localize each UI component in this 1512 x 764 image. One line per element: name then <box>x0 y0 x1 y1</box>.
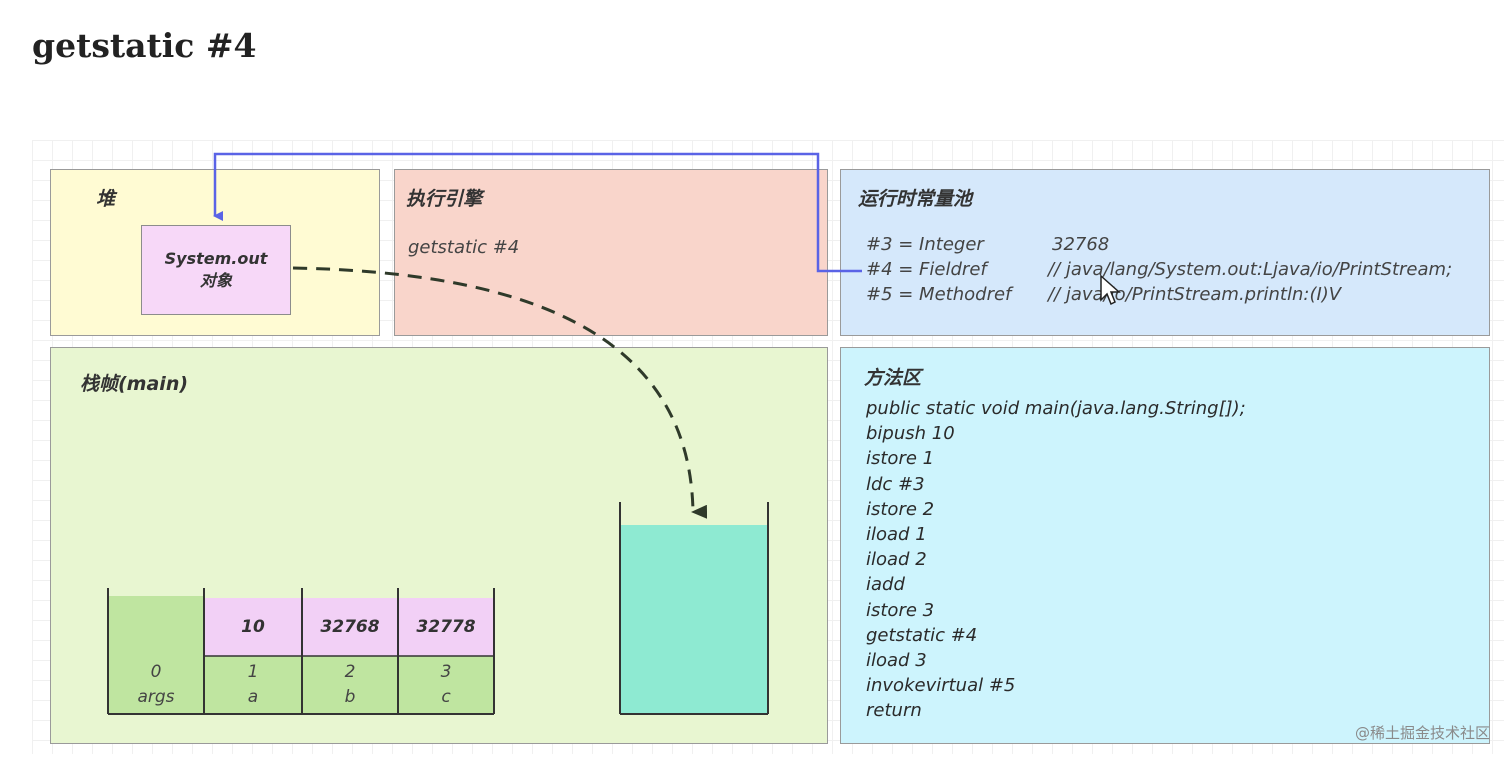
bytecode-line: getstatic #4 <box>866 624 978 646</box>
object-label: 对象 <box>199 271 232 290</box>
bytecode-line: istore 3 <box>866 599 935 621</box>
method-area-title: 方法区 <box>864 367 922 389</box>
pool-entry-value: // java/io/PrintStream.println:(I)V <box>1048 284 1342 305</box>
slot-index: 0 <box>150 662 162 682</box>
bytecode-line: bipush 10 <box>866 423 955 445</box>
slot-name: c <box>441 687 451 707</box>
current-instruction: getstatic #4 <box>408 237 520 258</box>
bytecode-line: invokevirtual #5 <box>866 675 1016 697</box>
slot-index: 3 <box>440 662 452 682</box>
local-variable-table <box>107 588 495 715</box>
stack-frame-title: 栈帧(main) <box>80 373 189 395</box>
operand-stack <box>619 502 769 715</box>
local-value-a: 10 <box>204 598 302 656</box>
execution-engine-title: 执行引擎 <box>406 188 483 210</box>
bytecode-line: ldc #3 <box>866 473 925 495</box>
bytecode-line: iload 1 <box>866 524 927 545</box>
local-value-c: 32778 <box>398 598 494 656</box>
fieldref-reference-arrow <box>213 152 862 273</box>
local-slot-3: 3 c <box>398 656 494 714</box>
pool-entry-ref: #5 = Methodref <box>866 284 1012 305</box>
bytecode-line: iload 2 <box>866 549 927 571</box>
pool-entry-value: // java/lang/System.out:Ljava/io/PrintSt… <box>1048 259 1453 280</box>
push-reference-arrow <box>292 266 708 519</box>
local-slot-1: 1 a <box>204 656 302 714</box>
local-slot-0-background <box>108 596 204 714</box>
mouse-cursor-icon <box>1100 274 1121 306</box>
bytecode-line: istore 1 <box>866 448 935 470</box>
slot-name: b <box>344 687 356 707</box>
constant-pool-title: 运行时常量池 <box>858 188 973 210</box>
watermark: @稀土掘金技术社区 <box>1354 724 1490 742</box>
pool-entry-value: 32768 <box>1052 234 1110 255</box>
bytecode-line: return <box>866 700 922 722</box>
method-area-region <box>840 347 1490 744</box>
heap-title: 堆 <box>96 188 116 210</box>
system-out-object: System.out 对象 <box>141 225 291 315</box>
slot-name: a <box>247 687 259 707</box>
operand-stack-fill <box>620 525 768 714</box>
slot-name: args <box>137 687 175 707</box>
constant-pool-region <box>840 169 1490 336</box>
bytecode-line: istore 2 <box>866 498 935 520</box>
pool-entry-ref: #4 = Fieldref <box>866 259 987 280</box>
page-title: getstatic #4 <box>32 26 257 65</box>
local-value-b: 32768 <box>302 598 398 656</box>
local-slot-2: 2 b <box>302 656 398 714</box>
slot-index: 2 <box>344 662 356 682</box>
object-name: System.out <box>164 249 268 268</box>
slot-index: 1 <box>247 662 259 682</box>
bytecode-line: iadd <box>866 574 905 596</box>
local-slot-0: 0 args <box>108 656 204 714</box>
bytecode-line: public static void main(java.lang.String… <box>866 398 1246 419</box>
execution-engine-region <box>394 169 828 336</box>
pool-entry-ref: #3 = Integer <box>866 234 984 255</box>
bytecode-line: iload 3 <box>866 650 927 671</box>
